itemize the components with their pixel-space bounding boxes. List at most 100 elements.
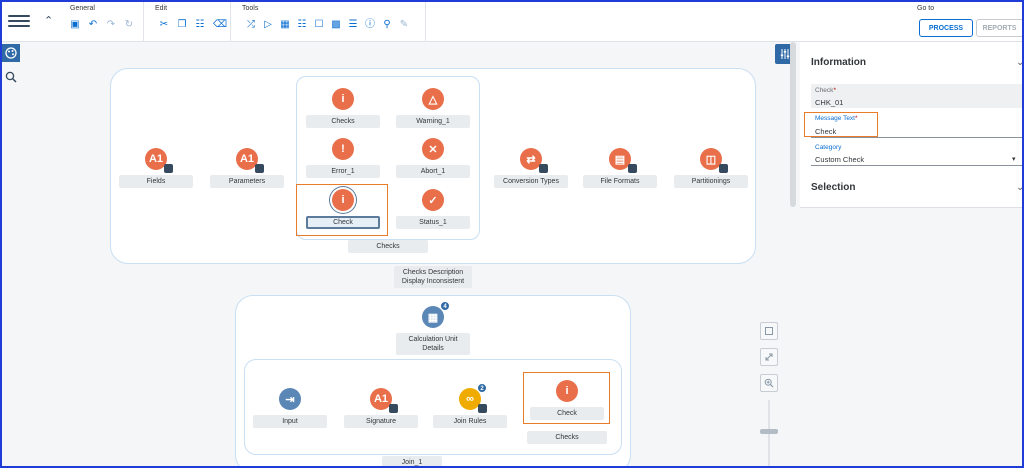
canvas-scrollbar[interactable] xyxy=(790,42,796,207)
info-icon: i xyxy=(332,88,354,110)
copy-icon[interactable]: ❐ xyxy=(177,19,187,30)
redo-icon[interactable]: ↷ xyxy=(106,19,116,30)
node-label: File Formats xyxy=(583,175,657,188)
save-icon[interactable]: ▣ xyxy=(70,19,80,30)
node-label: Join Rules xyxy=(433,415,507,428)
checks-description-caption: Checks Description Display Inconsistent xyxy=(394,266,472,288)
node-input[interactable]: ⇥ Input xyxy=(250,388,330,428)
chevron-down-icon[interactable]: ⌄ xyxy=(1016,57,1024,68)
group-title-edit: Edit xyxy=(155,5,168,12)
reports-button[interactable]: REPORTS xyxy=(976,19,1022,37)
palette-icon[interactable] xyxy=(2,44,20,62)
node-label: Checks xyxy=(306,115,380,128)
node-check-selected[interactable]: i Check xyxy=(303,189,383,229)
warning-icon: △ xyxy=(422,88,444,110)
fit-to-screen-icon[interactable] xyxy=(760,322,778,340)
section-selection[interactable]: Selection xyxy=(811,182,856,193)
conversion-icon: ⇄ xyxy=(520,148,548,173)
chevron-down-icon[interactable]: ⌄ xyxy=(1016,182,1024,193)
node-join-rules[interactable]: ∞2 Join Rules xyxy=(430,383,510,428)
checks-group xyxy=(296,76,480,240)
connect-icon[interactable]: ▩ xyxy=(331,19,341,30)
dropdown-arrow-icon[interactable]: ▾ xyxy=(1012,156,1016,163)
category-underline xyxy=(811,165,1022,166)
chevron-up-icon[interactable]: ⌃ xyxy=(44,15,54,27)
node-signature[interactable]: A1 Signature xyxy=(341,388,421,428)
undo-icon[interactable]: ↶ xyxy=(88,19,98,30)
message-text-underline xyxy=(811,137,1022,138)
node-partitionings[interactable]: ◫ Partitionings xyxy=(671,148,751,188)
node-conversion-types[interactable]: ⇄ Conversion Types xyxy=(491,148,571,188)
cut-icon[interactable]: ✂ xyxy=(159,19,169,30)
refresh-icon[interactable]: ↻ xyxy=(124,19,134,30)
node-label: Warning_1 xyxy=(396,115,470,128)
calculator-icon: ▦4 xyxy=(422,301,450,328)
file-icon: ▤ xyxy=(609,148,637,173)
zoom-slider-handle[interactable] xyxy=(760,429,778,434)
org-chart-icon[interactable]: ☰ xyxy=(348,19,358,30)
edit-pen-icon[interactable]: ✎ xyxy=(399,19,409,30)
panel-content: Information ⌄ Check* CHK_01 Message Text… xyxy=(800,42,1022,208)
toolbar-group-general: General ▣ ↶ ↷ ↻ xyxy=(60,2,144,42)
message-text-label: Message Text* xyxy=(815,115,858,122)
highlight-box-check-bottom xyxy=(523,372,610,424)
node-check-bottom[interactable]: i Check xyxy=(527,380,607,420)
zoom-slider-track[interactable] xyxy=(768,400,770,466)
auto-layout-icon[interactable]: ⤮ xyxy=(247,19,255,30)
inspect-icon[interactable]: ⚲ xyxy=(383,19,391,30)
node-file-formats[interactable]: ▤ File Formats xyxy=(580,148,660,188)
delete-icon[interactable]: ⌫ xyxy=(213,19,228,30)
document-check-icon[interactable]: ☐ xyxy=(314,19,324,30)
node-calculation-unit[interactable]: ▦4 Calculation Unit Details xyxy=(393,301,473,355)
message-text-input[interactable]: Check xyxy=(815,127,837,136)
run-icon[interactable]: ▷ xyxy=(264,19,272,30)
node-label: Partitionings xyxy=(674,175,748,188)
info-icon: i xyxy=(332,189,354,211)
category-label: Category xyxy=(815,144,842,151)
expand-icon[interactable] xyxy=(760,348,778,366)
toolbar: ⌃ General ▣ ↶ ↷ ↻ Edit ✂ ❐ ☷ ⌫ Tools ⤮ xyxy=(2,2,1022,42)
node-checks[interactable]: i Checks xyxy=(303,88,383,128)
node-label: Parameters xyxy=(210,175,284,188)
error-icon: ! xyxy=(332,138,354,160)
node-label: Check xyxy=(530,407,604,420)
input-icon: ⇥ xyxy=(279,388,301,410)
group-title-general: General xyxy=(70,5,95,12)
grid-icon[interactable]: ▦ xyxy=(280,19,290,30)
toolbar-group-edit: Edit ✂ ❐ ☷ ⌫ xyxy=(145,2,231,42)
process-button[interactable]: PROCESS xyxy=(919,19,973,37)
checkmark-icon: ✓ xyxy=(422,189,444,211)
node-error[interactable]: ! Error_1 xyxy=(303,138,383,178)
caption-line: Display Inconsistent xyxy=(401,278,465,285)
check-value: CHK_01 xyxy=(815,98,844,107)
node-label: Fields xyxy=(119,175,193,188)
partition-icon: ◫ xyxy=(700,148,728,173)
a1-icon: A1 xyxy=(145,148,173,173)
node-warning[interactable]: △ Warning_1 xyxy=(393,88,473,128)
a1-icon: A1 xyxy=(236,148,264,173)
count-badge: 4 xyxy=(440,301,450,311)
toolbar-group-tools: Tools ⤮ ▷ ▦ ☷ ☐ ▩ ☰ ⓘ ⚲ ✎ xyxy=(232,2,426,42)
node-fields[interactable]: A1 Fields xyxy=(116,148,196,188)
node-parameters[interactable]: A1 Parameters xyxy=(207,148,287,188)
node-status[interactable]: ✓ Status_1 xyxy=(393,189,473,229)
join-caption: Join_1 xyxy=(382,456,442,466)
caption-line: Details xyxy=(422,345,444,352)
hierarchy-icon[interactable]: ☷ xyxy=(297,19,307,30)
search-icon[interactable] xyxy=(2,68,20,86)
zoom-in-icon[interactable] xyxy=(760,374,778,392)
hamburger-menu-icon[interactable] xyxy=(8,12,30,30)
node-label: Input xyxy=(253,415,327,428)
section-information[interactable]: Information xyxy=(811,57,866,68)
highlight-box-check xyxy=(296,184,388,236)
node-abort[interactable]: ✕ Abort_1 xyxy=(393,138,473,178)
category-select[interactable]: Custom Check xyxy=(815,155,865,164)
join-icon: ∞2 xyxy=(459,383,487,413)
info-box-icon[interactable]: ⓘ xyxy=(365,19,375,30)
node-label: Abort_1 xyxy=(396,165,470,178)
paste-icon[interactable]: ☷ xyxy=(195,19,205,30)
caption-line: Calculation Unit xyxy=(408,336,458,343)
node-label: Status_1 xyxy=(396,216,470,229)
node-label: Error_1 xyxy=(306,165,380,178)
